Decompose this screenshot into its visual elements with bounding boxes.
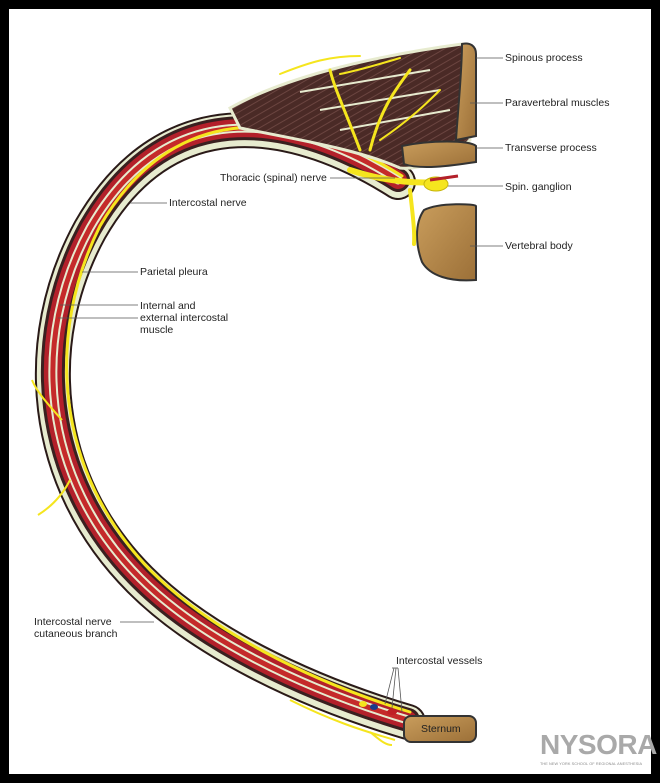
leader-lines [58,57,503,713]
label-spinous-process: Spinous process [505,52,583,64]
intercostal-vessels [359,701,397,715]
label-intercostal-nerve: Intercostal nerve [169,197,247,209]
label-transverse-process: Transverse process [505,142,597,154]
spinal-ganglion [423,176,449,192]
label-vertebral-body: Vertebral body [505,240,573,252]
label-intercostal-muscle: Internal and external intercostal muscle [140,300,229,336]
transverse-process [400,140,477,169]
label-cutaneous-branch: Intercostal nerve cutaneous branch [34,616,118,640]
label-sternum: Sternum [421,723,461,735]
cutaneous-branches [31,379,396,746]
spinous-process [454,42,477,142]
nysora-logo: NYSORA THE NEW YORK SCHOOL OF REGIONAL A… [540,729,657,767]
paravertebral-muscles [228,42,472,170]
logo-wordmark: NYSORA [540,729,657,760]
ganglion-vessel [429,174,459,182]
label-intercostal-vessels: Intercostal vessels [396,655,483,667]
label-parietal-pleura: Parietal pleura [140,266,208,278]
thoracic-spinal-nerve [279,55,443,246]
label-spin-ganglion: Spin. ganglion [505,181,572,193]
label-thoracic-nerve: Thoracic (spinal) nerve [220,172,327,184]
label-paravertebral-muscles: Paravertebral muscles [505,97,610,109]
sternum [403,715,477,743]
vertebral-body [416,203,477,282]
logo-tagline: THE NEW YORK SCHOOL OF REGIONAL ANESTHES… [540,762,643,766]
